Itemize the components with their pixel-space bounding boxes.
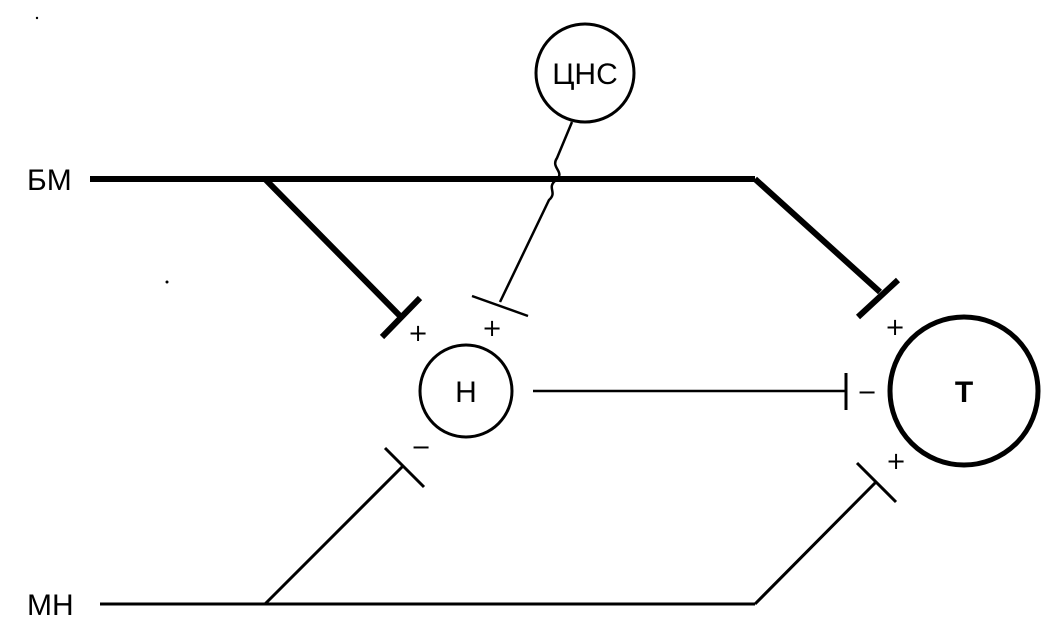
synapse-mn-t-bar: [855, 461, 898, 504]
t-circle: [887, 314, 1041, 468]
mn-label: МН: [27, 589, 74, 622]
cns-path: [498, 121, 574, 303]
cns-node: ЦНС: [534, 22, 636, 124]
bm-fiber: [90, 176, 901, 340]
sign-cns-h: +: [482, 314, 502, 342]
h-label: Н: [455, 376, 477, 409]
speck-2: [165, 280, 169, 284]
bm-label: БМ: [27, 164, 72, 197]
h-to-t-fiber: [533, 373, 848, 410]
mn-fiber: [100, 446, 898, 606]
speck-1: [35, 16, 39, 20]
sign-mn-t: +: [886, 447, 906, 475]
cns-label: ЦНС: [552, 58, 618, 91]
cns-fiber: [471, 121, 574, 318]
sign-h-t: −: [857, 378, 877, 406]
synapse-cns-h-bar: [471, 294, 529, 318]
cns-circle: [534, 22, 636, 124]
bm-branch-to-t: [752, 176, 883, 295]
sign-mn-h: −: [411, 433, 431, 461]
synapse-mn-h-bar: [383, 446, 426, 489]
mn-branch-to-t: [753, 480, 878, 606]
bm-branch-to-h: [262, 176, 405, 321]
mn-branch-to-h: [263, 464, 405, 606]
h-node: Н: [418, 343, 514, 439]
t-label: Т: [955, 376, 973, 409]
synapse-bm-h-bar: [379, 295, 423, 340]
h-circle: [418, 343, 514, 439]
synapse-bm-t-bar: [855, 277, 901, 320]
sign-bm-h: +: [408, 319, 428, 347]
sign-bm-t: +: [885, 313, 905, 341]
t-node: Т: [887, 314, 1041, 468]
